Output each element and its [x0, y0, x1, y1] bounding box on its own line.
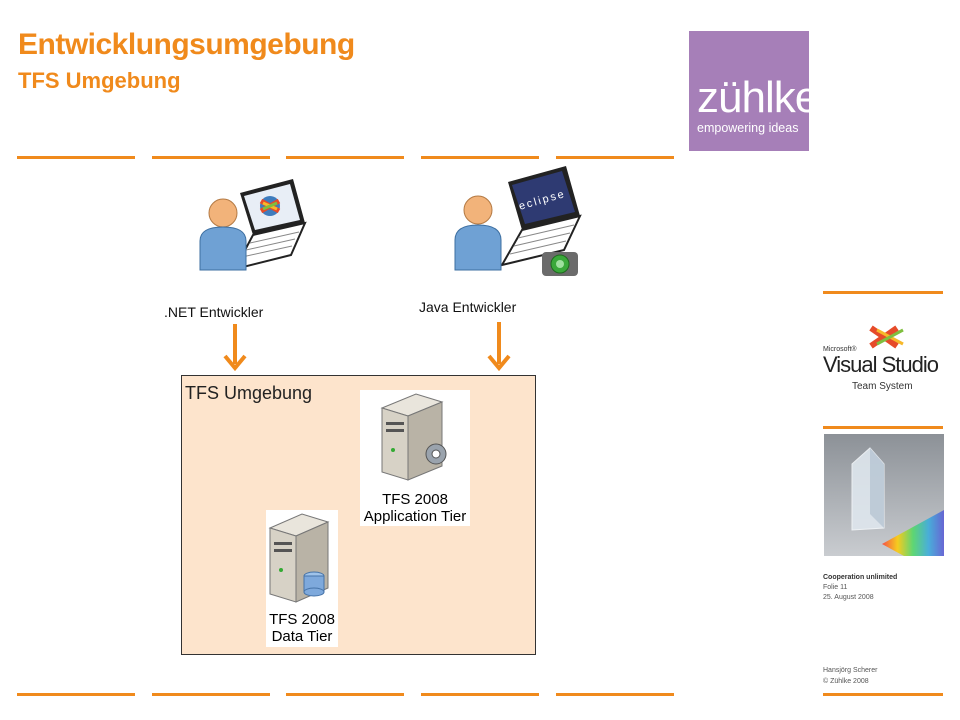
app-tier-line1: TFS 2008 [382, 491, 448, 508]
logo-wordmark: zühlke [697, 73, 819, 122]
top-rule-2 [152, 156, 270, 159]
tfs-environment-label: TFS Umgebung [185, 383, 313, 403]
vs-microsoft-label: Microsoft® [823, 346, 857, 353]
java-developer-icon: eclipse [454, 166, 582, 276]
footer-author: Hansjörg Scherer [823, 667, 878, 674]
bottom-rule-1 [17, 693, 135, 696]
bottom-rule-3 [286, 693, 404, 696]
data-server-icon [268, 513, 330, 603]
vs-main-label: Visual Studio [823, 352, 939, 377]
bottom-rule-5 [556, 693, 674, 696]
zuehlke-logo: zühlke empowering ideas [689, 31, 819, 151]
sidebar-rule-mid [823, 426, 943, 429]
data-tier-line2: Data Tier [271, 628, 333, 645]
logo-tagline: empowering ideas [697, 121, 799, 135]
dotnet-arrow-icon [223, 324, 247, 372]
footer-slide-number: Folie 11 [823, 584, 848, 591]
prism-photo [824, 434, 944, 556]
java-arrow-icon [487, 322, 511, 372]
app-server-icon [380, 393, 447, 481]
sidebar-rule-bottom [823, 693, 943, 696]
dotnet-developer-label: .NET Entwickler [164, 304, 264, 320]
footer-date: 25. August 2008 [823, 594, 874, 601]
bottom-rule-2 [152, 693, 270, 696]
top-rule-4 [421, 156, 539, 159]
sidebar-rule-top [823, 291, 943, 294]
java-developer-label: Java Entwickler [419, 299, 517, 315]
top-rule-3 [286, 156, 404, 159]
footer-tagline: Cooperation unlimited [823, 574, 898, 581]
data-tier-line1: TFS 2008 [269, 611, 335, 628]
app-tier-line2: Application Tier [363, 508, 467, 525]
vs-logo-icon [869, 325, 904, 349]
slide-subtitle: TFS Umgebung [18, 68, 181, 93]
dotnet-developer-icon [199, 179, 307, 271]
tfs-environment-panel [181, 375, 536, 655]
footer-copyright: © Zühlke 2008 [823, 678, 869, 685]
top-rule-5 [556, 156, 674, 159]
data-tier-card: TFS 2008 Data Tier [266, 510, 338, 647]
vs-team-system-logo: Microsoft® Visual Studio Team System [823, 322, 947, 398]
app-tier-card: TFS 2008 Application Tier [360, 390, 470, 526]
slide-title: Entwicklungsumgebung [18, 28, 355, 61]
top-rule-1 [17, 156, 135, 159]
bottom-rule-4 [421, 693, 539, 696]
vs-sub-label: Team System [852, 381, 913, 392]
